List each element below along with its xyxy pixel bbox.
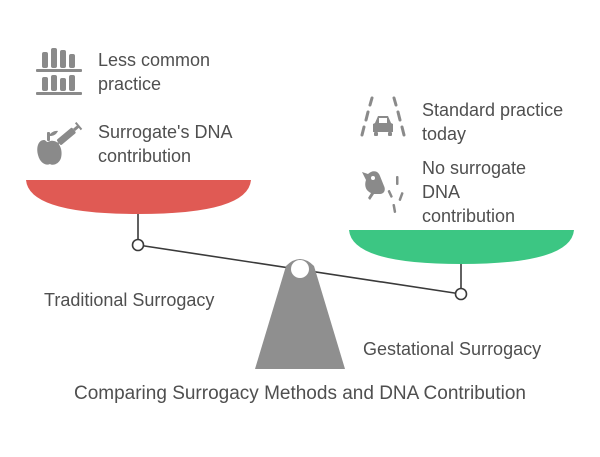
left-item-2-text: Surrogate's DNA contribution xyxy=(98,122,232,166)
traditional-surrogacy-label: Traditional Surrogacy xyxy=(44,290,215,310)
right-item-2-text: No surrogate DNA contribution xyxy=(422,158,527,226)
gestational-surrogacy-label: Gestational Surrogacy xyxy=(363,339,542,359)
fulcrum-pivot xyxy=(291,260,309,278)
fulcrum xyxy=(255,259,345,369)
left-item-1-text: Less common practice xyxy=(98,50,211,94)
right-joint xyxy=(454,287,468,301)
bar-chart-icon xyxy=(36,48,82,101)
right-item-1-text: Standard practice today xyxy=(422,100,564,144)
bird-icon xyxy=(358,164,408,219)
left-joint xyxy=(131,238,145,252)
right-pan xyxy=(349,230,574,264)
diagram-title: Comparing Surrogacy Methods and DNA Cont… xyxy=(73,383,526,404)
road-car-icon xyxy=(358,96,408,151)
syringe-apple-icon xyxy=(34,118,84,173)
left-pan xyxy=(26,180,251,214)
